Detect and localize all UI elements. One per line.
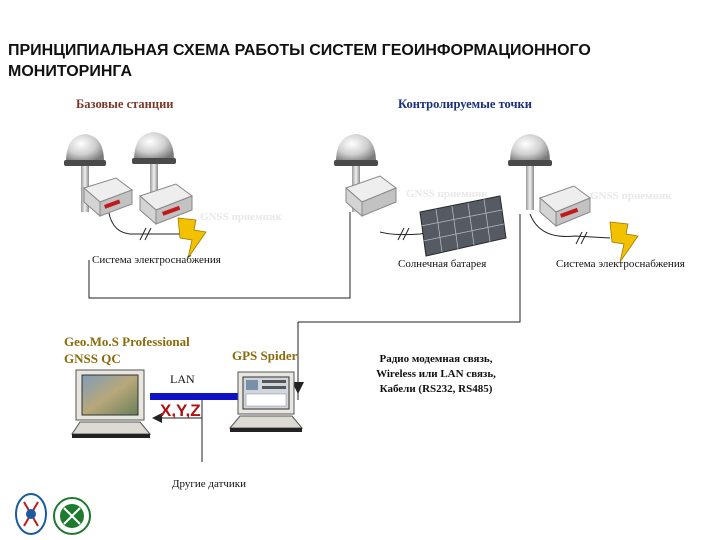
receiver-icon xyxy=(139,183,194,226)
power-supply-left-label: Система электроснабжения xyxy=(92,254,221,266)
gnss-receiver-label: GNSS приемник xyxy=(590,190,672,202)
other-sensors-label: Другие датчики xyxy=(172,478,247,490)
logo-icon xyxy=(53,497,91,535)
computer-icon xyxy=(228,371,304,432)
page-title: ПРИНЦИПИАЛЬНАЯ СХЕМА РАБОТЫ СИСТЕМ ГЕОИН… xyxy=(8,42,591,80)
connection-lines xyxy=(88,205,611,462)
receiver-icon xyxy=(345,175,398,218)
lightning-icon xyxy=(609,221,639,263)
lightning-icon xyxy=(177,217,207,259)
computer-icon xyxy=(71,369,152,438)
gnss-antenna-icon xyxy=(64,134,106,212)
lan-label: LAN xyxy=(170,372,195,386)
arrowheads xyxy=(152,382,304,423)
software-gps-spider-label: GPS Spider xyxy=(232,348,298,363)
logo-icon xyxy=(15,493,47,535)
header-base-stations: Базовые станции xyxy=(76,97,174,111)
lan-bar xyxy=(150,393,245,400)
gnss-receiver-label: GNSS приемник xyxy=(200,211,282,223)
software-geomos-label: Geo.Mo.S Professional GNSS QC xyxy=(64,334,190,366)
xyz-label: X,Y,Z xyxy=(160,401,201,420)
receiver-icon xyxy=(539,185,592,228)
receiver-icon xyxy=(82,177,134,218)
power-supply-right-label: Система электроснабжения xyxy=(556,258,685,270)
gnss-receiver-label: GNSS приемник xyxy=(406,188,488,200)
header-monitored-points: Контролируемые точки xyxy=(398,97,532,111)
solar-battery-label: Солнечная батарея xyxy=(398,258,487,270)
gnss-antenna-icon xyxy=(508,134,552,210)
solar-panel-icon xyxy=(419,195,507,257)
gnss-antenna-icon xyxy=(132,132,176,208)
break-marks xyxy=(139,227,588,245)
radio-link-text: Радио модемная связь, Wireless или LAN с… xyxy=(376,353,496,395)
